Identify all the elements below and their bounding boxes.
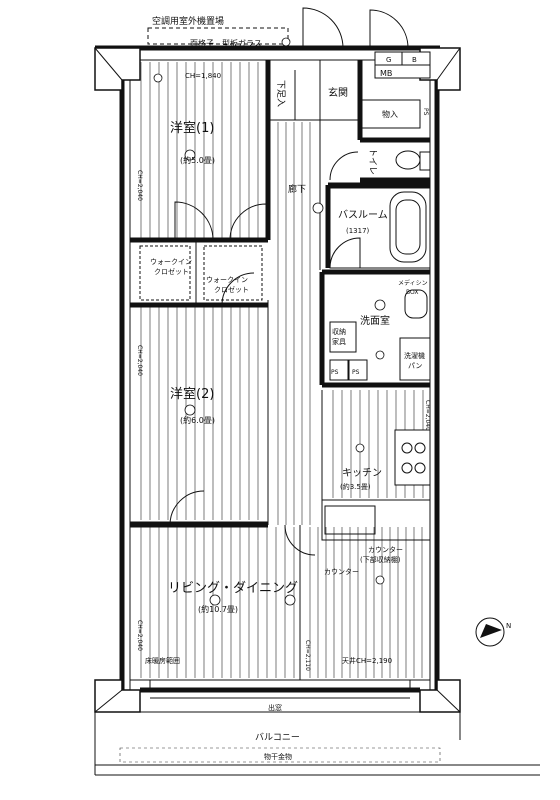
walkin1-line1: ウォークイン bbox=[150, 258, 192, 266]
storage-furniture-line1: 収納 bbox=[332, 327, 346, 336]
shoes-in-name: 下足入 bbox=[275, 80, 286, 107]
western1-ceiling: CH=1,840 bbox=[185, 72, 221, 80]
ch-right-label: CH=2,110 bbox=[304, 640, 311, 671]
kitchen-wall-ch: CH=2,040 bbox=[424, 400, 431, 431]
western2-name: 洋室(2) bbox=[170, 386, 214, 402]
medicine-line1: メディシン bbox=[398, 279, 428, 287]
counter1-line1: カウンター bbox=[368, 545, 403, 554]
entrance-name: 玄関 bbox=[328, 86, 348, 99]
living-size: (約10.7畳) bbox=[198, 604, 238, 614]
b-label: B bbox=[412, 56, 417, 64]
g-label: G bbox=[386, 56, 391, 64]
balcony-name: バルコニー bbox=[255, 732, 300, 743]
mb-label: MB bbox=[380, 69, 392, 78]
counter2-name: カウンター bbox=[324, 567, 359, 576]
room-labels: 洋室(1) (約5.0畳) CH=1,840 CH=2,040 ウォークイン ク… bbox=[136, 56, 431, 761]
counter1-line2: (下部収納棚) bbox=[360, 555, 401, 564]
hall-name: 廊下 bbox=[288, 183, 306, 195]
washer-pan-line1: 洗濯機 bbox=[404, 351, 425, 360]
ps-mid2-label: PS bbox=[352, 369, 360, 376]
washer-pan-line2: パン bbox=[408, 362, 422, 370]
doors bbox=[169, 151, 361, 556]
interior-walls bbox=[130, 51, 431, 699]
walkin1-line2: クロゼット bbox=[154, 267, 189, 276]
storage-name: 物入 bbox=[382, 109, 398, 119]
living-wall-ch: CH=2,040 bbox=[136, 620, 143, 651]
western2-wall-ch: CH=2,040 bbox=[136, 345, 143, 376]
ac-outdoor-label: 空調用室外機置場 bbox=[152, 15, 224, 27]
balcony-area bbox=[94, 711, 540, 776]
light-icons bbox=[153, 37, 386, 606]
bath-name: バスルーム bbox=[338, 209, 388, 221]
storage-furniture-line2: 家具 bbox=[332, 337, 346, 346]
ps-mid-label: PS bbox=[331, 369, 339, 376]
living-name: リビング・ダイニング bbox=[168, 581, 298, 596]
toilet-name: トイレ bbox=[367, 148, 377, 175]
fixtures bbox=[389, 150, 431, 319]
top-exterior: 空調用室外機置場 面格子 型板ガラス bbox=[147, 7, 409, 49]
north-arrow-icon: N bbox=[475, 617, 511, 647]
washroom-name: 洗面室 bbox=[360, 314, 390, 327]
walkin2-line2: クロゼット bbox=[214, 285, 249, 294]
western1-size: (約5.0畳) bbox=[180, 155, 215, 165]
medicine-line2: BOX bbox=[406, 289, 418, 296]
kitchen-size: (約3.5畳) bbox=[340, 482, 371, 491]
western1-name: 洋室(1) bbox=[170, 120, 214, 136]
laundry-name: 物干金物 bbox=[264, 752, 292, 761]
walkin2-line1: ウォークイン bbox=[206, 276, 248, 284]
lattice-glass-label: 面格子 型板ガラス bbox=[190, 38, 262, 48]
bath-spec: (1317) bbox=[346, 227, 370, 235]
svg-text:N: N bbox=[506, 622, 511, 630]
kitchen-name: キッチン bbox=[342, 467, 382, 479]
ps-top-label: PS bbox=[422, 108, 429, 116]
window-name: 出窓 bbox=[268, 703, 282, 712]
floor-heating-label: 床暖房範囲 bbox=[145, 656, 180, 665]
western2-size: (約6.0畳) bbox=[180, 415, 215, 425]
ceiling-note: 天井CH=2,190 bbox=[342, 656, 392, 665]
western1-wall-ch: CH=2,040 bbox=[136, 170, 143, 201]
